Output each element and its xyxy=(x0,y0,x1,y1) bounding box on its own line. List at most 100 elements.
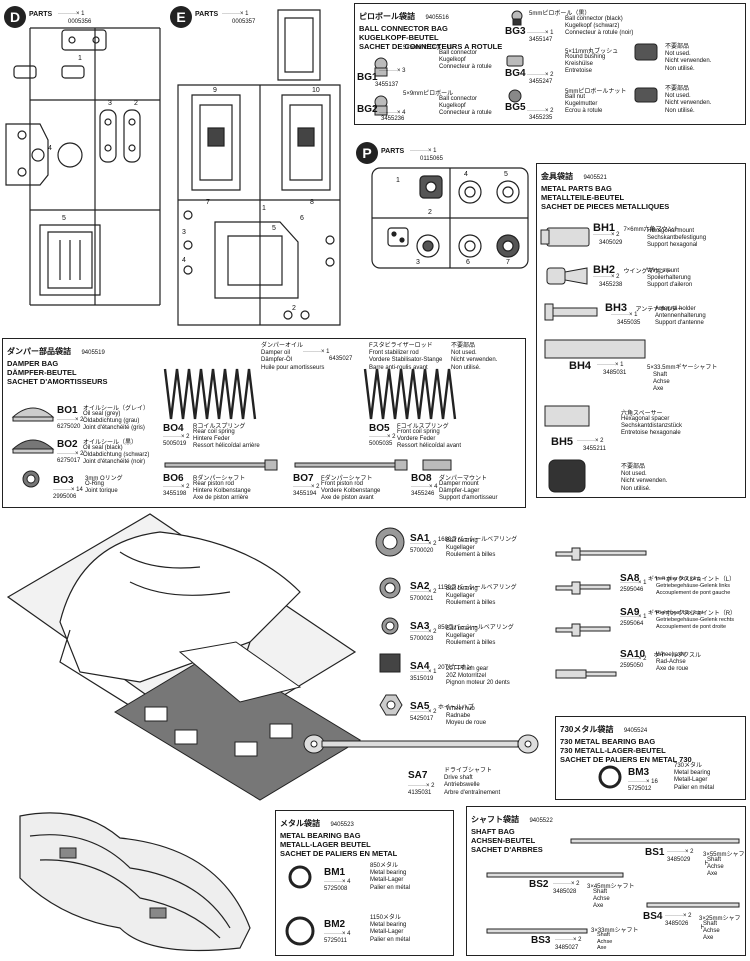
damper-unused-en: Not used. xyxy=(451,350,477,357)
bs1-part-number: 3485029 xyxy=(667,857,691,863)
bg5-desc-de: Kugelmutter xyxy=(565,101,598,108)
unused-1-fr: Non utilisé. xyxy=(665,65,695,72)
bo2-part-number: 6275017 xyxy=(57,458,81,464)
sa9-code: SA9 xyxy=(620,607,640,618)
bm2-part-number: 5725011 xyxy=(324,938,347,944)
bo4-desc-de: Hintere Feder xyxy=(193,436,230,443)
bm3-jp: 730メタル xyxy=(674,763,703,769)
sa9-qty: ·········× 1 xyxy=(620,614,647,620)
bg2-desc-de: Kugelkopf xyxy=(439,103,466,110)
bh4-jp: 5×33.5mmギヤーシャフト xyxy=(647,365,718,371)
damper-oil-part-number: 6435027 xyxy=(329,356,353,362)
sa1-part-number: 5700020 xyxy=(410,548,434,554)
unused-jp: 不要部品 xyxy=(621,464,646,470)
bag-title-fr: SACHET DE PIECES METALLIQUES xyxy=(541,202,670,211)
parts-p-num-4: 4 xyxy=(464,171,468,178)
sa10-desc-fr: Axe de roue xyxy=(656,666,689,673)
bg4-desc-fr: Entretoise xyxy=(565,68,593,75)
bh2-desc-de: Spoilerhalterung xyxy=(647,275,691,282)
bs2-desc-en: Shaft xyxy=(593,889,608,895)
parts-p-letter: P xyxy=(356,142,378,164)
bh2-qty: ·········× 2 xyxy=(593,274,620,280)
bh3-desc-de: Antennenhalterung xyxy=(655,313,706,320)
sa4-part-number: 3515019 xyxy=(410,676,434,682)
bg1-desc-fr: Connecteur à rotule xyxy=(439,64,492,71)
bo1-qty: ·········× 2 xyxy=(57,417,84,423)
parts-e-num-5: 5 xyxy=(272,225,276,232)
sa3-jp: 850ラバーシールベアリング xyxy=(437,625,514,631)
bh2-jp: ウイングマウント xyxy=(623,269,672,275)
metal-bearing-drawings xyxy=(285,865,315,946)
bag-title-de: DÄMPFER-BEUTEL xyxy=(7,368,77,377)
bm2-jp: 1150メタル xyxy=(370,915,401,921)
sa9-desc-de: Getriebegehäuse-Gelenk rechts xyxy=(656,617,734,624)
damper-oil-qty: ·········× 1 xyxy=(303,349,330,355)
bo3-jp: 3mm Oリング xyxy=(85,476,123,482)
parts-p-num-5: 5 xyxy=(504,171,508,178)
bg5-code: BG5 xyxy=(505,102,526,113)
bh1-desc-de: Sechskantbefestigung xyxy=(647,235,707,242)
damper-drawings xyxy=(11,368,457,488)
bo8-jp: ダンパーマウント xyxy=(439,476,488,482)
bg1-jp: 5×5mmピロボール xyxy=(403,45,454,51)
metal-parts-bag: 金具袋詰 9405521 METAL PARTS BAG METALLTEILE… xyxy=(536,163,746,498)
parts-d-num-1: 1 xyxy=(78,55,82,62)
bo3-code: BO3 xyxy=(53,475,74,486)
parts-e-qty: ·········× 1 xyxy=(222,11,249,17)
parts-d-num-5: 5 xyxy=(62,215,66,222)
parts-d-num-3: 3 xyxy=(108,100,112,107)
bh4-desc-en: Shaft xyxy=(653,372,668,378)
parts-p-num-1: 1 xyxy=(396,177,400,184)
parts-p-number: 0115065 xyxy=(420,156,443,162)
bag-number: 9405523 xyxy=(330,822,354,828)
sa1-desc-fr: Roulement à billes xyxy=(446,552,496,559)
bs1-desc-en: Shaft xyxy=(707,857,722,863)
bs1-jp: 3×55mmシャフト xyxy=(703,852,745,867)
sa4-desc-fr: Pignon moteur 20 dents xyxy=(446,680,510,687)
bo2-qty: ·········× 2 xyxy=(57,451,84,457)
unused-1-de: Nicht verwenden. xyxy=(665,58,712,65)
bs2-jp: 3×45mmシャフト xyxy=(587,884,635,890)
bg1-qty: ·········× 3 xyxy=(379,68,406,74)
stabilizer-en: Front stabilizer rod xyxy=(369,350,419,357)
bo6-desc-de: Hintere Kolbenstange xyxy=(193,488,251,495)
sa4-jp: 20Tピニオン xyxy=(437,665,473,671)
bh4-code: BH4 xyxy=(569,360,592,372)
bs3-desc-fr: Axe xyxy=(597,945,607,951)
bg5-qty: ·········× 2 xyxy=(527,108,554,114)
bg5-desc-fr: Ecrou à rotule xyxy=(565,108,603,115)
sa9-jp: ギヤーボックスジョイント（R） xyxy=(647,611,737,617)
sa4-desc-en: 20T Pinion gear xyxy=(446,666,489,672)
sa2-jp: 1150ラバーシールベアリング xyxy=(437,585,517,591)
bh1-code: BH1 xyxy=(593,222,616,234)
metal-bearing-bag: メタル袋詰 9405523 METAL BEARING BAG METALL-L… xyxy=(275,810,454,956)
bag-title-fr: SACHET DE PALIERS EN METAL xyxy=(280,849,398,858)
bg2-part-number: 3455236 xyxy=(381,116,405,122)
bh3-part-number: 3455035 xyxy=(617,320,641,326)
bs4-jp: 3×25mmシャフト xyxy=(699,916,741,931)
bs3-jp: 3×33mmシャフト xyxy=(591,928,639,934)
bo4-code: BO4 xyxy=(163,423,184,434)
bm3-part-number: 5725012 xyxy=(628,786,652,792)
bh4-part-number: 3485031 xyxy=(603,370,627,376)
bs2-desc-de: Achse xyxy=(593,896,610,903)
bo7-desc-de: Vordere Kolbenstange xyxy=(321,488,381,495)
bh2-desc-en: Wing mount xyxy=(647,268,680,274)
bo5-part-number: 5005035 xyxy=(369,441,393,447)
sa4-desc-de: 20Z Motorritzel xyxy=(446,673,487,680)
bag-jp-title: 金具袋詰 xyxy=(541,172,573,181)
bag-title-de: ACHSEN-BEUTEL xyxy=(471,836,536,845)
parts-p-num-7: 7 xyxy=(506,259,510,266)
stabilizer-jp: Fスタビライザーロッド xyxy=(369,343,433,349)
damper-oil-de: Dämpfer-Öl xyxy=(261,357,293,364)
bo7-code: BO7 xyxy=(293,473,314,484)
bh4-qty: ·········× 1 xyxy=(597,362,624,368)
bo1-desc-en: Oil seal (grey) xyxy=(83,411,121,417)
bm1-desc-de: Metall-Lager xyxy=(370,877,404,884)
parts-e-label: PARTS xyxy=(195,11,219,18)
sa8-qty: ·········× 1 xyxy=(620,580,647,586)
bag-title-fr: SACHET DE CONNECTEURS A ROTULE xyxy=(359,42,503,51)
sa5-desc-en: Wheel hub xyxy=(446,706,475,712)
sa7-desc-en: Drive shaft xyxy=(444,775,473,782)
bh3-desc-en: Antenna holder xyxy=(655,306,696,312)
